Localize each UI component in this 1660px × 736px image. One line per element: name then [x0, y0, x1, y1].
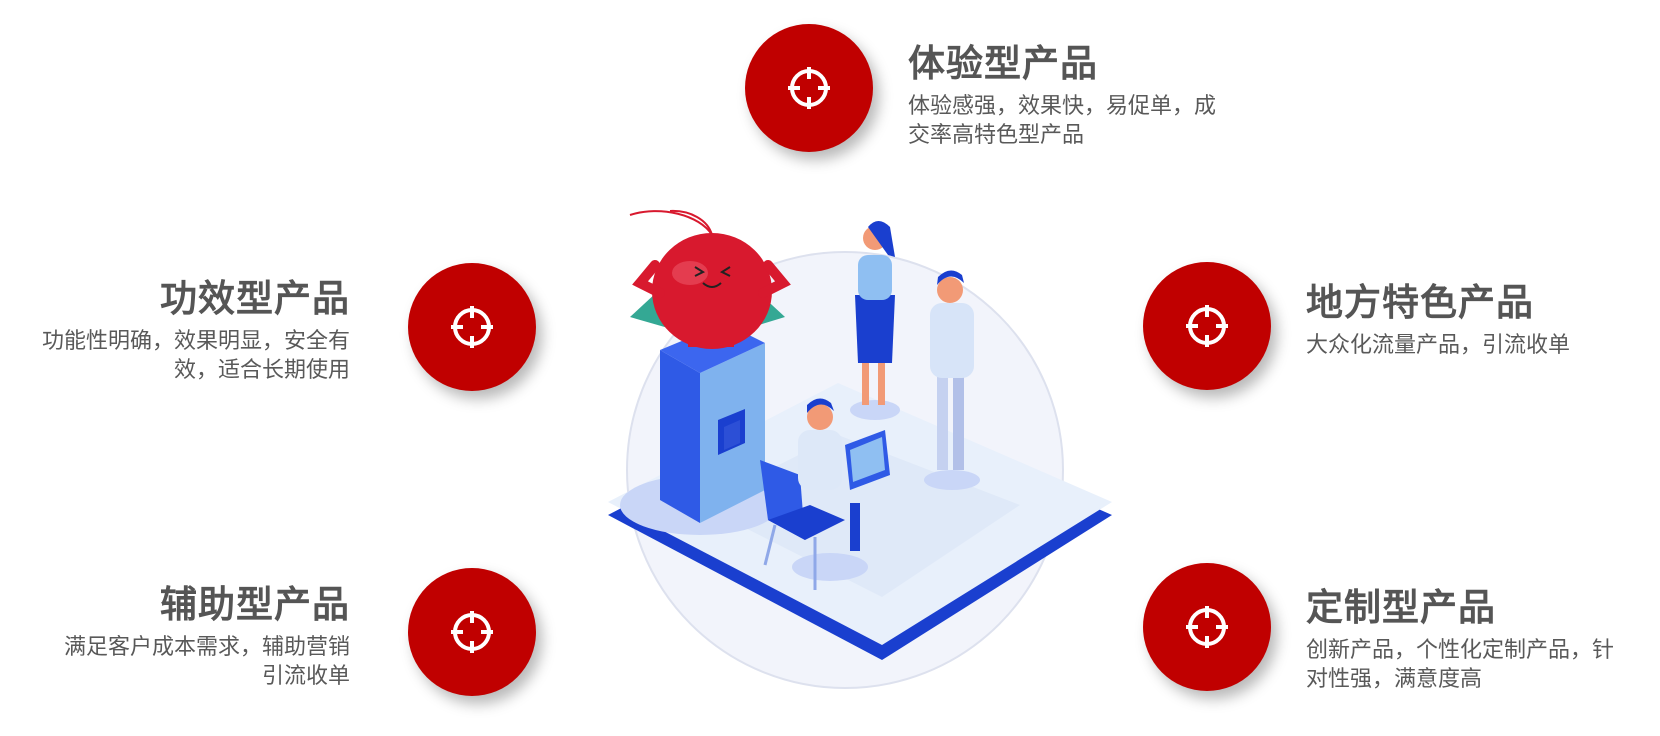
custom-circle	[1143, 563, 1271, 691]
auxiliary-circle	[408, 568, 536, 696]
desc-line: 功能性明确，效果明显，安全有	[41, 329, 350, 354]
seated-man-figure	[760, 398, 890, 590]
crosshair-icon	[451, 611, 493, 653]
crosshair-icon	[1186, 606, 1228, 648]
auxiliary-title: 辅助型产品	[160, 583, 350, 626]
local-circle	[1143, 262, 1271, 390]
woman-figure	[850, 221, 900, 420]
desc-line: 体验感强，效果快，易促单，成	[908, 94, 1217, 119]
experience-desc: 体验感强，效果快，易促单，成 交率高特色型产品	[908, 92, 1268, 150]
efficacy-block: 功效型产品 功能性明确，效果明显，安全有 效，适合长期使用	[10, 277, 350, 385]
custom-title: 定制型产品	[1306, 586, 1496, 629]
central-illustration	[608, 209, 1112, 689]
crosshair-icon	[451, 306, 493, 348]
desc-line: 交率高特色型产品	[908, 123, 1085, 148]
efficacy-desc: 功能性明确，效果明显，安全有 效，适合长期使用	[10, 327, 350, 385]
experience-title: 体验型产品	[908, 42, 1098, 85]
crosshair-icon	[788, 67, 830, 109]
desc-line: 满足客户成本需求，辅助营销	[63, 635, 350, 660]
custom-desc: 创新产品，个性化定制产品，针 对性强，满意度高	[1306, 636, 1656, 694]
custom-block: 定制型产品 创新产品，个性化定制产品，针 对性强，满意度高	[1306, 586, 1656, 694]
auxiliary-desc: 满足客户成本需求，辅助营销 引流收单	[10, 633, 350, 691]
desc-line: 对性强，满意度高	[1306, 667, 1483, 692]
experience-block: 体验型产品 体验感强，效果快，易促单，成 交率高特色型产品	[908, 42, 1268, 150]
desc-line: 创新产品，个性化定制产品，针	[1306, 638, 1615, 663]
apple-mascot-image	[629, 209, 791, 349]
desc-line: 效，适合长期使用	[173, 358, 350, 383]
efficacy-circle	[408, 263, 536, 391]
crosshair-icon	[1186, 305, 1228, 347]
efficacy-title: 功效型产品	[160, 277, 350, 320]
local-title: 地方特色产品	[1306, 281, 1534, 324]
desc-line: 引流收单	[261, 664, 350, 689]
auxiliary-block: 辅助型产品 满足客户成本需求，辅助营销 引流收单	[10, 583, 350, 691]
desc-line: 大众化流量产品，引流收单	[1306, 333, 1571, 358]
local-block: 地方特色产品 大众化流量产品，引流收单	[1306, 281, 1646, 360]
man-figure	[924, 270, 980, 490]
local-desc: 大众化流量产品，引流收单	[1306, 331, 1646, 360]
experience-circle	[745, 24, 873, 152]
